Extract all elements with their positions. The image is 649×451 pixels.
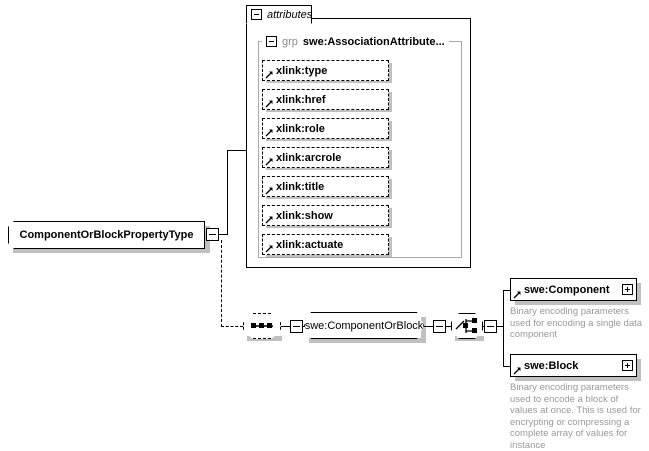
- element-ref-swe-component-or-block[interactable]: swe:ComponentOrBlock: [304, 312, 424, 339]
- attr-shadow-xlink-actuate: [266, 253, 392, 257]
- sequence-expander[interactable]: [290, 320, 303, 333]
- attribute-box-xlink-arcrole[interactable]: xlink:arcrole: [262, 147, 389, 168]
- choice-icon: [455, 318, 477, 333]
- ref-box-shadow: [309, 338, 426, 343]
- block-expand-expander[interactable]: [622, 360, 633, 371]
- attributes-group-tab[interactable]: attributes: [246, 5, 312, 24]
- block-box-shadow: [515, 376, 641, 381]
- annotation-swe-component: Binary encoding parameters used for enco…: [510, 306, 643, 340]
- attr-shadow-right-xlink-show: [388, 208, 392, 228]
- type-box-expander[interactable]: [206, 228, 219, 241]
- type-box-shadow: [13, 248, 209, 253]
- connector-children-vertical: [503, 290, 504, 367]
- attr-shadow-right-xlink-type: [388, 63, 392, 83]
- element-box-swe-component[interactable]: swe:Component: [510, 278, 637, 301]
- connector-choice-expander-to-choice: [446, 326, 451, 327]
- attribute-arrow-icon: [265, 158, 273, 166]
- sequence-icon: [251, 323, 273, 328]
- attribute-label: xlink:title: [276, 180, 325, 193]
- attribute-arrow-icon: [265, 216, 273, 224]
- attr-shadow-xlink-title: [266, 195, 392, 199]
- ref-box-shadow-right: [421, 317, 426, 343]
- attr-shadow-right-xlink-actuate: [388, 237, 392, 257]
- connector-type-to-branch: [214, 234, 228, 235]
- attribute-arrow-icon: [265, 187, 273, 195]
- attribute-label: xlink:href: [276, 93, 326, 106]
- connector-dashed-to-sequence: [221, 326, 243, 327]
- sequence-compositor-node[interactable]: [243, 313, 281, 339]
- attr-shadow-xlink-type: [266, 79, 392, 83]
- attr-shadow-xlink-show: [266, 224, 392, 228]
- element-label: swe:Block: [524, 359, 579, 372]
- attribute-label: xlink:role: [276, 122, 325, 135]
- connector-trunk-vertical: [227, 150, 228, 235]
- attribute-box-xlink-show[interactable]: xlink:show: [262, 205, 389, 226]
- grp-collapse-expander[interactable]: [266, 36, 277, 47]
- connector-dashed-vertical: [221, 240, 222, 327]
- element-ref-label: swe:ComponentOrBlock: [304, 319, 424, 332]
- element-ref-expander[interactable]: [433, 320, 446, 333]
- block-box-shadow-right: [636, 359, 641, 381]
- attribute-arrow-icon: [265, 129, 273, 137]
- type-box-component-or-block-property-type[interactable]: ComponentOrBlockPropertyType: [8, 221, 205, 249]
- attribute-label: xlink:show: [276, 209, 333, 222]
- attributes-collapse-expander[interactable]: [251, 9, 262, 20]
- attribute-arrow-icon: [265, 71, 273, 79]
- element-expander-holder: [622, 284, 633, 295]
- attr-shadow-xlink-href: [266, 108, 392, 112]
- choice-expander[interactable]: [484, 320, 497, 333]
- attr-shadow-right-xlink-href: [388, 92, 392, 112]
- attribute-arrow-icon: [265, 245, 273, 253]
- attributes-group-label: attributes: [267, 8, 313, 21]
- attribute-box-xlink-type[interactable]: xlink:type: [262, 60, 389, 81]
- attribute-box-xlink-actuate[interactable]: xlink:actuate: [262, 234, 389, 255]
- attr-shadow-xlink-role: [266, 137, 392, 141]
- element-arrow-icon: [513, 291, 521, 299]
- attribute-box-xlink-title[interactable]: xlink:title: [262, 176, 389, 197]
- component-box-shadow-right: [636, 283, 641, 305]
- element-label: swe:Component: [524, 283, 610, 296]
- attribute-label: xlink:arcrole: [276, 151, 342, 164]
- attribute-label: xlink:actuate: [276, 238, 344, 251]
- element-box-swe-block[interactable]: swe:Block: [510, 354, 637, 377]
- connector-to-children-trunk: [497, 326, 504, 327]
- attr-shadow-xlink-arcrole: [266, 166, 392, 170]
- grp-keyword: grp: [282, 35, 298, 48]
- attribute-label: xlink:type: [276, 64, 328, 77]
- attribute-box-xlink-href[interactable]: xlink:href: [262, 89, 389, 110]
- choice-compositor-node[interactable]: [451, 313, 483, 339]
- annotation-swe-block: Binary encoding parameters used to encod…: [510, 382, 641, 451]
- component-box-shadow: [515, 300, 641, 305]
- component-expand-expander[interactable]: [622, 284, 633, 295]
- connector-to-block: [503, 366, 511, 367]
- attr-shadow-right-xlink-arcrole: [388, 150, 392, 170]
- element-expander-holder: [622, 360, 633, 371]
- attribute-box-xlink-role[interactable]: xlink:role: [262, 118, 389, 139]
- attr-shadow-right-xlink-role: [388, 121, 392, 141]
- element-arrow-icon: [513, 367, 521, 375]
- association-attribute-group-header[interactable]: grp swe:AssociationAttribute...: [262, 33, 449, 50]
- connector-to-attributes: [227, 150, 247, 151]
- connector-ref-to-choice-expander: [424, 326, 433, 327]
- grp-name: swe:AssociationAttribute...: [302, 35, 445, 48]
- connector-sequence-to-ref: [281, 326, 291, 327]
- attribute-arrow-icon: [265, 100, 273, 108]
- type-box-label: ComponentOrBlockPropertyType: [19, 229, 194, 241]
- attr-shadow-right-xlink-title: [388, 179, 392, 199]
- connector-to-component: [503, 290, 511, 291]
